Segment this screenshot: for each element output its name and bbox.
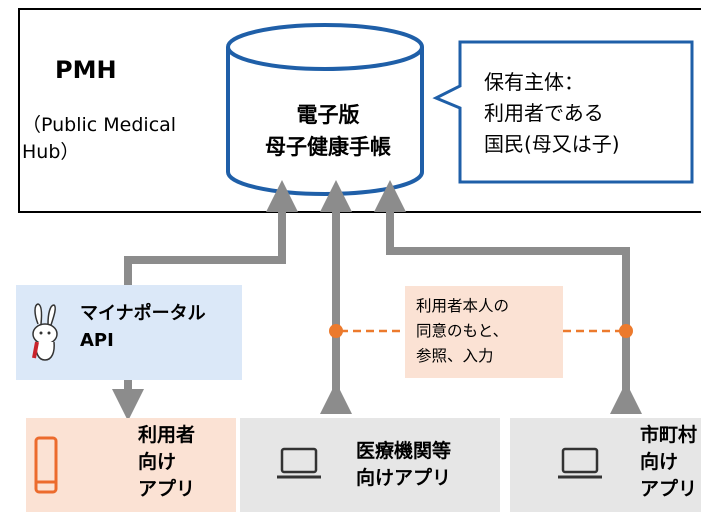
callout-line3: 国民(母又は子) bbox=[484, 132, 620, 156]
pmh-subtitle-line1: （Public Medical bbox=[22, 114, 177, 136]
pmh-title: PMH bbox=[55, 56, 117, 84]
city-app-label: 市町村 向け アプリ bbox=[640, 422, 697, 503]
laptop-icon bbox=[277, 447, 321, 479]
owner-callout-text: 保有主体： 利用者である 国民(母又は子) bbox=[484, 67, 694, 160]
database-label: 電子版 母子健康手帳 bbox=[238, 99, 418, 163]
consent-note-text: 利用者本人の 同意のもと、 参照、入力 bbox=[416, 294, 509, 369]
city-app-line3: アプリ bbox=[640, 478, 698, 500]
laptop-icon bbox=[558, 447, 602, 479]
callout-bubble bbox=[432, 40, 694, 184]
medical-app-line2: 向けアプリ bbox=[356, 467, 452, 489]
user-app-box bbox=[26, 418, 236, 512]
callout-line1: 保有主体： bbox=[484, 70, 584, 94]
consent-line1: 利用者本人の bbox=[416, 297, 510, 315]
user-app-line1: 利用者 bbox=[138, 424, 196, 446]
database-label-line2: 母子健康手帳 bbox=[265, 135, 391, 159]
user-app-label: 利用者 向け アプリ bbox=[138, 422, 195, 503]
callout-line2: 利用者である bbox=[484, 101, 604, 125]
pmh-subtitle: （Public Medical Hub） bbox=[22, 112, 176, 166]
database-label-line1: 電子版 bbox=[296, 103, 360, 127]
user-app-line3: アプリ bbox=[138, 478, 196, 500]
consent-dot-left bbox=[329, 324, 343, 338]
consent-line3: 参照、入力 bbox=[416, 347, 494, 365]
arrow-mynaportal-to-pmh bbox=[124, 180, 298, 285]
medical-app-label: 医療機関等 向けアプリ bbox=[356, 438, 451, 492]
smartphone-icon bbox=[34, 436, 58, 494]
consent-dot-right bbox=[619, 324, 633, 338]
medical-app-box bbox=[240, 418, 500, 512]
consent-note-box bbox=[405, 286, 563, 378]
consent-line2: 同意のもと、 bbox=[416, 322, 509, 340]
medical-app-line1: 医療機関等 bbox=[356, 440, 452, 462]
mynaportal-line2: API bbox=[80, 330, 114, 351]
user-app-line2: 向け bbox=[138, 451, 177, 473]
pmh-subtitle-line2: Hub） bbox=[22, 141, 80, 163]
city-app-line2: 向け bbox=[640, 451, 679, 473]
mascot-rabbit-icon bbox=[32, 303, 58, 361]
mynaportal-line1: マイナポータル bbox=[80, 303, 206, 324]
mynaportal-api-label: マイナポータル API bbox=[80, 300, 206, 354]
city-app-line1: 市町村 bbox=[640, 424, 698, 446]
city-app-box bbox=[510, 418, 701, 512]
